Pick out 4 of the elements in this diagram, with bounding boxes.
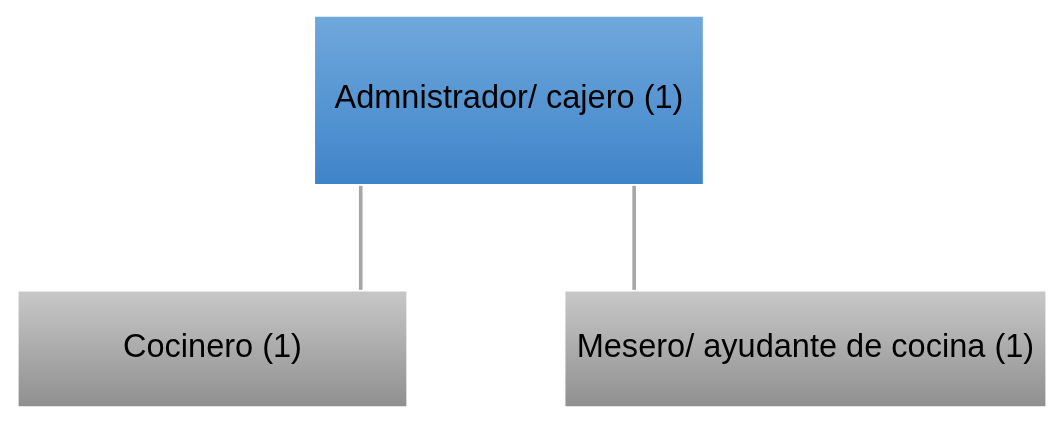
node-box: Cocinero (1): [15, 288, 409, 409]
node-box: Mesero/ ayudante de cocina (1): [562, 288, 1048, 409]
connector: [358, 185, 362, 290]
connector: [631, 185, 636, 290]
